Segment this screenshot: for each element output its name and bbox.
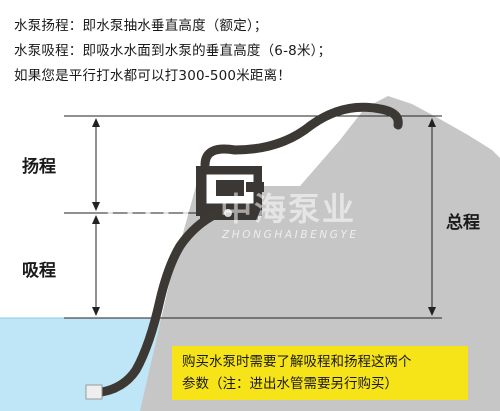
suction-arrow-head-bottom [92, 307, 100, 316]
suction-arrow-head-top [92, 215, 100, 224]
water [0, 318, 178, 411]
intro-line-suction: 水泵吸程：即吸水水面到水泵的垂直高度（6-8米）； [14, 43, 332, 59]
purchase-note-line-2: 参数（注：进出水管需要另行购买） [182, 376, 398, 392]
total-label: 总程 [446, 213, 480, 233]
lift-arrow-head-bottom [92, 202, 100, 211]
suction-hose [97, 208, 223, 397]
total-arrow-head-bottom [428, 307, 436, 316]
discharge-hose [200, 102, 403, 170]
pump [196, 166, 264, 220]
intro-line-distance: 如果您是平行打水都可以打300-500米距离！ [14, 68, 292, 84]
lift-label: 扬程 [22, 157, 56, 177]
watermark-logo [107, 167, 189, 249]
lift-arrow-head-top [92, 118, 100, 127]
foot-valve [85, 384, 103, 400]
suction-label: 吸程 [22, 261, 56, 281]
watermark-pinyin: ZHONGHAIBENGYE [222, 229, 359, 241]
watermark-name: 中海泵业 [220, 190, 357, 228]
intro-line-lift: 水泵扬程：即水泵抽水垂直高度（额定）； [14, 18, 268, 34]
hill [140, 96, 500, 411]
purchase-note-line-1: 购买水泵时需要了解吸程和扬程这两个 [182, 354, 412, 370]
total-arrow-head-top [428, 118, 436, 127]
purchase-note: 购买水泵时需要了解吸程和扬程这两个 参数（注：进出水管需要另行购买） [172, 346, 468, 400]
